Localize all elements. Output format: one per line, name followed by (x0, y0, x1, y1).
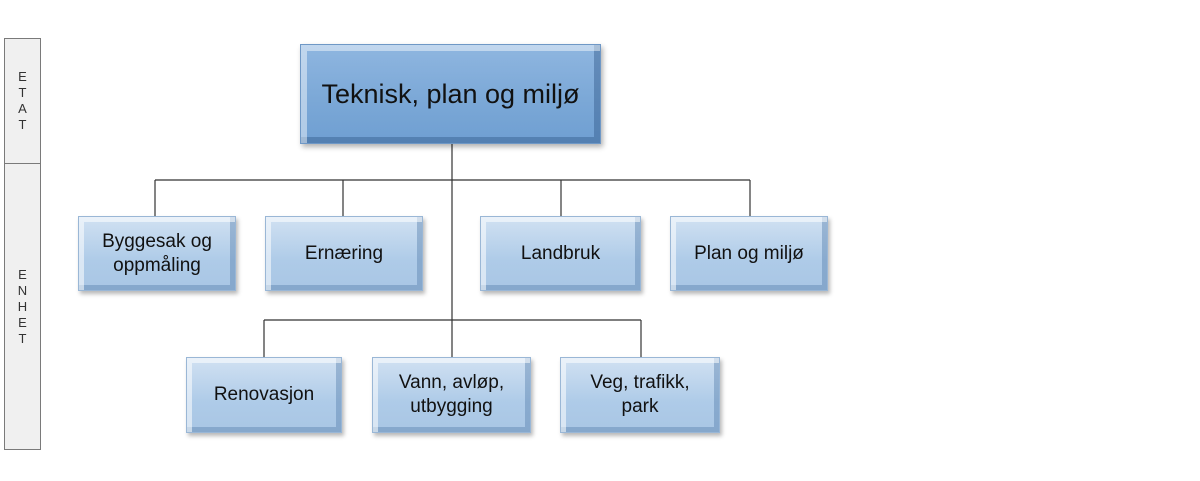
level-etat-letter: T (18, 117, 27, 132)
org-unit-label: Byggesak og oppmåling (102, 230, 212, 276)
level-enhet-label: E N H E T (18, 267, 27, 347)
level-enhet-letter: T (18, 330, 27, 346)
level-enhet-letter: E (18, 266, 27, 282)
level-etat-column: E T A T (4, 38, 41, 164)
level-etat-label: E T A T (18, 69, 27, 133)
org-unit-box: Landbruk (480, 216, 641, 291)
org-unit-box: Renovasjon (186, 357, 342, 433)
org-unit-label: Vann, avløp, utbygging (398, 372, 505, 417)
level-enhet-letter: E (18, 314, 27, 330)
level-enhet-letter: N (17, 282, 28, 298)
level-etat-letter: T (18, 85, 27, 100)
org-unit-label: Ernæring (304, 242, 384, 264)
org-root-box: Teknisk, plan og miljø (300, 44, 601, 144)
org-unit-label: Plan og miljø (694, 242, 804, 264)
org-unit-label: Renovasjon (213, 384, 315, 405)
org-unit-label: Veg, trafikk, park (590, 372, 690, 417)
level-enhet-column: E N H E T (4, 163, 41, 450)
org-root-label: Teknisk, plan og miljø (321, 79, 580, 109)
org-unit-box: Veg, trafikk, park (560, 357, 720, 433)
level-etat-letter: E (18, 69, 27, 84)
org-unit-box: Vann, avløp, utbygging (372, 357, 531, 433)
org-unit-label: Landbruk (520, 242, 601, 264)
org-unit-box: Plan og miljø (670, 216, 828, 291)
level-etat-letter: A (18, 101, 27, 116)
org-unit-box: Ernæring (265, 216, 423, 291)
org-unit-box: Byggesak og oppmåling (78, 216, 236, 291)
level-enhet-letter: H (17, 298, 28, 314)
